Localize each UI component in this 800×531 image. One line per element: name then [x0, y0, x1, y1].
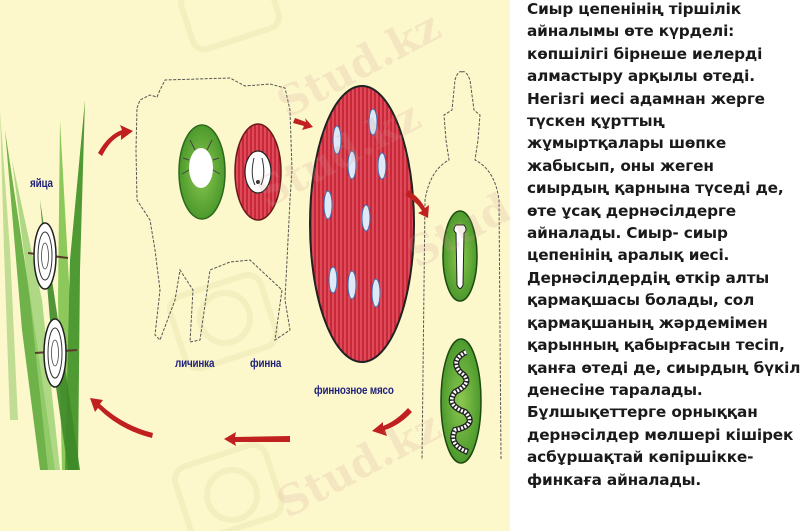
grass-icon [0, 100, 85, 470]
text-line: дернәсілдер мөлшері кішірек [527, 425, 794, 444]
text-line: сиырдың қарнына түседі де, [527, 179, 784, 198]
tapeworm-icon [440, 338, 482, 464]
text-line: қармақшасы болады, сол [527, 291, 755, 310]
text-line: цепенінің аралық иесі. [527, 246, 730, 265]
text-line: айналады. Сиыр- сиыр [527, 224, 728, 243]
lifecycle-figure: Stud.kz Stud.kz Stud.kz Stud.kz яйца лич… [0, 0, 510, 531]
description-text: Сиыр цепенінің тіршілік айналымы өте күр… [527, 0, 800, 491]
text-line: қарынның қабырғасын тесіп, [527, 336, 785, 355]
egg-icon [27, 222, 69, 290]
label-eggs: яйца [30, 176, 53, 190]
text-line: Бұлшықеттерге орныққан [527, 403, 758, 422]
larva-icon [178, 124, 226, 220]
text-line: айналымы өте күрделі: [527, 22, 735, 41]
text-line: өте ұсақ дернәсілдерге [527, 201, 737, 220]
text-line: Негізгі иесі адамнан жерге [527, 89, 765, 108]
arrow-icon [90, 118, 429, 446]
text-line: жабысып, оны жеген [527, 156, 714, 175]
finnous-meat-icon [309, 85, 415, 363]
label-finnous-meat: финнозное мясо [314, 383, 394, 397]
finna-icon [234, 123, 282, 221]
label-larva: личинка [175, 356, 215, 370]
text-line: финкаға айналады. [527, 470, 702, 489]
egg-icon [34, 318, 78, 388]
text-line: алмастыру арқылы өтеді. [527, 67, 755, 86]
label-finna: финна [250, 356, 282, 370]
text-line: көпшілігі бірнеше иелерді [527, 44, 763, 63]
text-line: асбұршақтай көпіршікке- [527, 448, 754, 467]
human-outline-icon [421, 71, 502, 461]
watermark-logo [167, 0, 285, 531]
text-line: қармақшаның жәрдемімен [527, 313, 768, 332]
text-line: жұмыртқалары шөпке [527, 134, 727, 153]
text-line: Сиыр цепенінің тіршілік [527, 0, 741, 18]
text-line: қанға өтеді де, сиырдың бүкіл [527, 358, 800, 377]
human-finna-icon [442, 210, 478, 302]
text-line: Дернәсілдердің өткір алты [527, 268, 770, 287]
text-line: денесіне таралады. [527, 380, 703, 399]
text-line: түскен құрттың [527, 112, 665, 131]
cow-outline-icon [135, 77, 293, 343]
lifecycle-diagram [0, 0, 502, 531]
